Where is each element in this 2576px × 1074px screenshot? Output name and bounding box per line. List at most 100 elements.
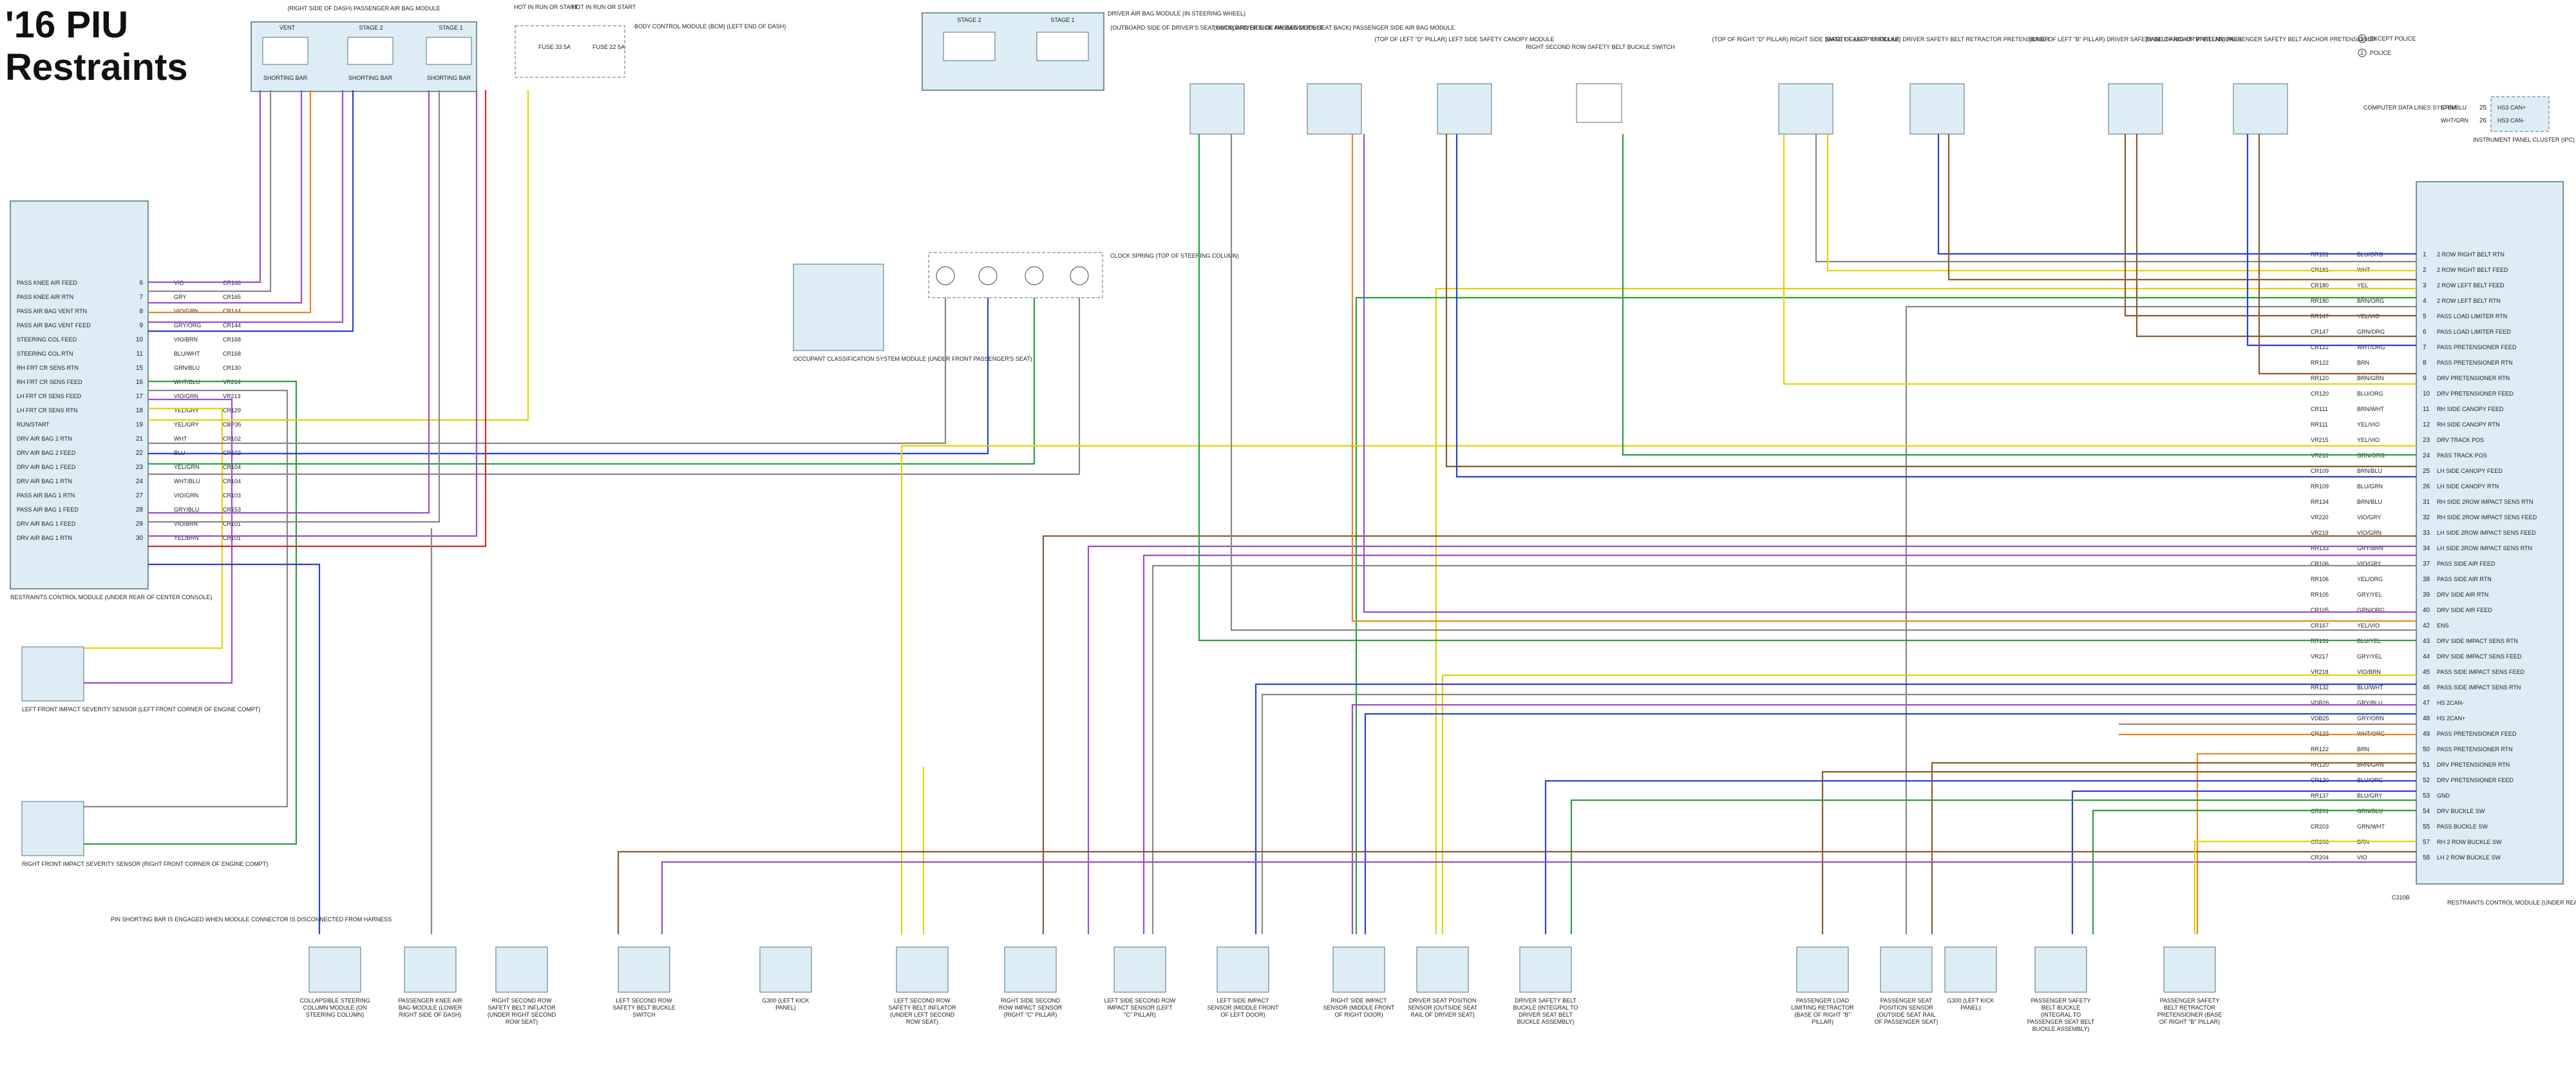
rcm-right-wire-color: VIO/GRN	[2357, 530, 2382, 536]
rcm-right-wire-color: BRN	[2357, 360, 2369, 366]
ipc-wire-color: GRN/BLU	[2441, 104, 2467, 111]
clock-spring-title: CLOCK SPRING (TOP OF STEERING COLUMN)	[1110, 253, 1239, 259]
rcm-right-wire-color: BRN/BLU	[2357, 499, 2382, 505]
rcm-right-circuit: VDB25	[2311, 715, 2329, 722]
rcm-left-pin-number: 10	[136, 336, 144, 343]
rcm-left-wire-color: GRY/BLU	[174, 506, 199, 513]
rcm-right-pin-name: PASS PRETENSIONER RTN	[2437, 360, 2513, 366]
bottom-module-box	[1113, 946, 1166, 993]
bottom-module-box	[1004, 946, 1057, 993]
rcm-left-pin-name: RH FRT CR SENS RTN	[17, 365, 79, 371]
rcm-right-circuit: CR111	[2311, 406, 2328, 412]
driver-retractor-title: (BASE OF LEFT "B" PILLAR) DRIVER SAFETY …	[1825, 36, 2049, 43]
fuse-33-label: FUSE 33 5A	[538, 44, 571, 50]
rcm-right-circuit: CR203	[2311, 823, 2329, 830]
rcm-right-circuit: RR137	[2311, 792, 2329, 799]
rcm-right-pin-number: 32	[2423, 514, 2430, 521]
rcm-right-pin-name: PASS BUCKLE SW	[2437, 823, 2488, 830]
rcm-right-circuit: VR219	[2311, 530, 2329, 536]
clock-spring: CLOCK SPRING (TOP OF STEERING COLUMN)	[928, 252, 1239, 298]
pin-note: PIN SHORTING BAR IS ENGAGED WHEN MODULE …	[111, 916, 392, 923]
rcm-right-circuit: VR220	[2311, 514, 2329, 521]
vent-label: VENT	[279, 24, 296, 31]
rcm-right-wire-color: BRN/ORG	[2357, 298, 2384, 304]
bottom-module-box	[618, 946, 670, 993]
rcm-left-wire-color: WHT/BLU	[174, 478, 200, 484]
rcm-right-pin-name: LH SIDE CANOPY FEED	[2437, 468, 2503, 474]
rcm-right-wire-color: BRN/WHT	[2357, 406, 2384, 412]
rcm-left-pin-number: 24	[136, 478, 144, 485]
rcm-left-pin-name: DRV AIR BAG 2 RTN	[17, 436, 72, 442]
rcm-right-wire-color: BLU/WHT	[2357, 684, 2383, 691]
shorting-bar-label: SHORTING BAR	[263, 75, 308, 81]
rcm-right-pin-number: 52	[2423, 777, 2430, 784]
rcm-left-wire-color: VIO/GRN	[174, 492, 198, 499]
rf-sensor-title: RIGHT FRONT IMPACT SEVERITY SENSOR (RIGH…	[22, 861, 268, 867]
diagram-title: '16 PIU Restraints	[5, 4, 188, 89]
bottom-module-box	[495, 946, 548, 993]
rcm-right-wire-color: BLU/GRN	[2357, 483, 2383, 490]
legend-police: POLICE	[2370, 50, 2391, 56]
ipc-wire-color: WHT/GRN	[2441, 117, 2468, 124]
rcm-right-circuit: RR120	[2311, 375, 2329, 381]
rcm-left-circuit: CR144	[223, 308, 241, 314]
ocs-title: OCCUPANT CLASSIFICATION SYSTEM MODULE (U…	[793, 356, 1032, 362]
rcm-right-pin-name: DRV SIDE IMPACT SENS RTN	[2437, 638, 2518, 644]
lf-sensor-title: LEFT FRONT IMPACT SEVERITY SENSOR (LEFT …	[22, 706, 260, 713]
rcm-right-wire-color: YEL/ORG	[2357, 576, 2383, 582]
rcm-right-wire-color: BRN	[2357, 746, 2369, 753]
rcm-right-pin-name: DRV TRACK POS	[2437, 437, 2484, 443]
rcm-left-pin-name: LH FRT CR SENS FEED	[17, 393, 82, 399]
rcm-left-pin-name: STEERING COL FEED	[17, 336, 77, 343]
rcm-left-pin-number: 21	[136, 436, 144, 443]
rcm-right-pin-number: 23	[2423, 437, 2430, 444]
hot-run-label-2: HOT IN RUN OR START	[572, 4, 636, 10]
rcm-left-wire-color: GRN/BLU	[174, 365, 200, 371]
rcm-left-wire-color: VIO/GRN	[174, 393, 198, 399]
rcm-right-pin-number: 10	[2423, 390, 2430, 398]
rcm-right-pin-name: DRV PRETENSIONER RTN	[2437, 762, 2510, 768]
rcm-right-circuit: RR122	[2311, 746, 2329, 753]
rcm-right-pin-name: PASS LOAD LIMITER FEED	[2437, 329, 2511, 335]
rcm-right-pin-name: DRV SIDE IMPACT SENS FEED	[2437, 653, 2522, 660]
rcm-right-pin-number: 26	[2423, 483, 2430, 490]
rcm-left-wire-color: WHT	[174, 436, 187, 442]
left-canopy-title: (TOP OF LEFT "D" PILLAR) LEFT SIDE SAFET…	[1375, 36, 1555, 43]
cds-title: COMPUTER DATA LINES SYSTEM	[2363, 104, 2456, 111]
rcm-left-wire-color: BLU/WHT	[174, 350, 200, 357]
rcm-right-wire-color: BRN/BLU	[2357, 468, 2382, 474]
rcm-left-wire-color: VIO/BRN	[174, 336, 198, 343]
rcm-right-pin-name: PASS LOAD LIMITER RTN	[2437, 313, 2507, 320]
ipc-pin-number: 26	[2479, 117, 2487, 124]
rcm-right-circuit: CR106	[2311, 561, 2329, 567]
rcm-right-wire-color: GRY/BRN	[2357, 545, 2383, 551]
rcm-right-circuit: VR217	[2311, 653, 2329, 660]
rcm-right-wire-color: WHT/ORG	[2357, 344, 2385, 350]
rcm-right-circuit: RR120	[2311, 762, 2329, 768]
rcm-right-pin-number: 1	[2423, 251, 2427, 258]
title-line-2: Restraints	[5, 46, 188, 88]
rcm-right-pin-number: 40	[2423, 607, 2430, 614]
rcm-right-wire-color: YEL/VIO	[2357, 622, 2380, 629]
rcm-left-pin-name: STEERING COL RTN	[17, 350, 73, 357]
rcm-right-circuit: RR180	[2311, 298, 2329, 304]
rcm-right-pin-number: 25	[2423, 468, 2430, 475]
drv-stage1-label: STAGE 1	[1050, 17, 1074, 23]
rcm-right-pin-name: 2 ROW RIGHT BELT FEED	[2437, 267, 2508, 273]
rcm-left-pin-name: RH FRT CR SENS FEED	[17, 379, 82, 385]
rcm-right-circuit: CR109	[2311, 468, 2329, 474]
rcm-right-pin-name: ENS	[2437, 622, 2449, 629]
rcm-right-pin-number: 54	[2423, 808, 2430, 815]
bottom-module-box	[1944, 946, 1997, 993]
rcm-right-pin-number: 57	[2423, 839, 2430, 846]
bottom-module-box	[1519, 946, 1572, 993]
